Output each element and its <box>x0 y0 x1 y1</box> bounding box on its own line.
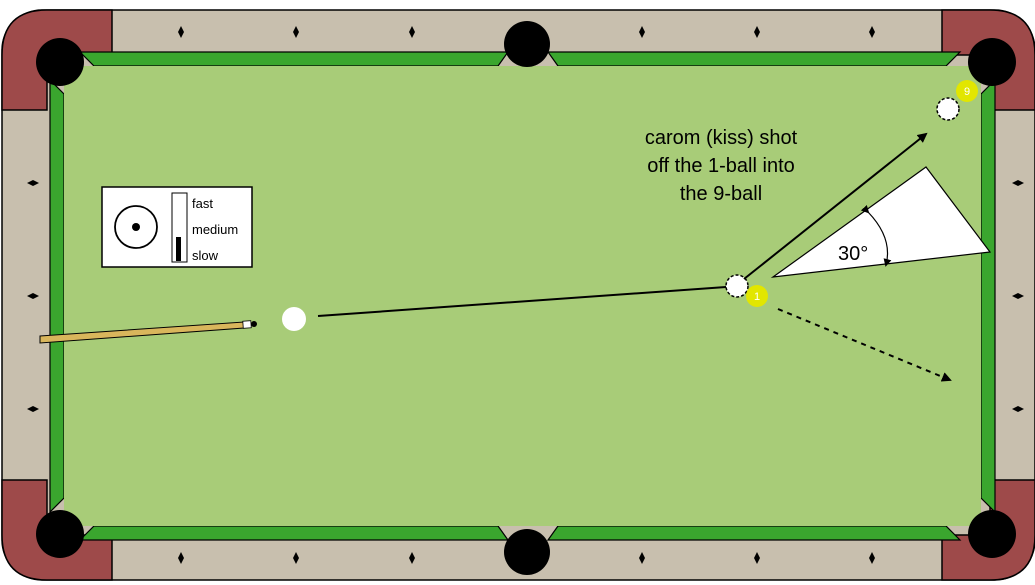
pocket-top-middle <box>504 21 550 67</box>
cushion-left <box>50 80 64 512</box>
cushion-right <box>981 80 995 512</box>
one-ball: 1 <box>746 285 768 307</box>
cushion-bottom-right <box>548 526 960 540</box>
pocket-top-right <box>968 38 1016 86</box>
cue-stick-ferrule <box>243 321 251 329</box>
cushion-bottom-left <box>80 526 508 540</box>
angle-label: 30° <box>838 243 868 265</box>
speed-label-fast: fast <box>192 196 213 211</box>
annotation-line-3: the 9-ball <box>680 183 762 205</box>
table-cloth <box>64 66 981 526</box>
pocket-bottom-right <box>968 510 1016 558</box>
one-ball-number: 1 <box>754 291 760 303</box>
cue-ball <box>282 307 306 331</box>
pocket-bottom-left <box>36 510 84 558</box>
speed-label-slow: slow <box>192 248 219 263</box>
pocket-bottom-middle <box>504 529 550 575</box>
nine-ball-number: 9 <box>964 86 970 98</box>
nine-ball: 9 <box>956 80 978 102</box>
cue-tip-contact-dot <box>132 223 140 231</box>
speed-label-medium: medium <box>192 222 238 237</box>
annotation-line-1: carom (kiss) shot <box>645 127 798 149</box>
cushion-top-left <box>80 52 508 66</box>
cushion-top-right <box>548 52 960 66</box>
speed-gauge-fill <box>176 237 181 261</box>
speed-legend: fast medium slow <box>102 187 252 267</box>
pocket-top-left <box>36 38 84 86</box>
cue-stick-tip <box>251 321 257 327</box>
annotation-line-2: off the 1-ball into <box>647 155 795 177</box>
ghost-ball-nine <box>937 98 959 120</box>
